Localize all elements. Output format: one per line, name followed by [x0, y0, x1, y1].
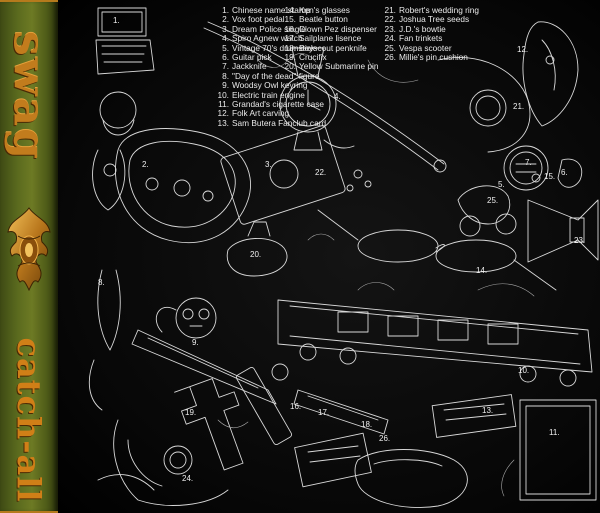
legend-item: 1.Chinese name stamp	[222, 5, 311, 15]
vespa-scooter-drawing	[457, 185, 517, 237]
callout-25: 25.	[487, 196, 499, 205]
legend-item: 13.Sam Butera Fanclub card	[217, 117, 327, 128]
folk-art-carving-drawing	[522, 21, 579, 127]
pin-cushion-drawing	[354, 449, 468, 509]
legend-item: 26.Millie's pin cushion	[384, 52, 468, 63]
sailplane-license-drawing	[294, 432, 372, 488]
spine-bottom-band	[0, 511, 58, 513]
legend-column-1: 1.Chinese name stamp 2.Vox foot pedal 3.…	[213, 5, 327, 128]
callout-23: 23.	[574, 236, 586, 245]
callout-19: 19.	[185, 408, 197, 417]
legend-item: 7.Jackknife	[222, 61, 267, 72]
spine-top-band	[0, 0, 58, 2]
jackknife-drawing	[131, 329, 277, 405]
legend-item: 22.Joshua Tree seeds	[384, 14, 470, 25]
ornament-emblem-icon	[7, 207, 51, 292]
callout-5: 5.	[498, 180, 505, 189]
vox-foot-pedal-drawing	[115, 128, 251, 244]
misc-scribbles-drawing	[217, 53, 535, 497]
callout-26: 26.	[379, 434, 391, 443]
legend-item: 16.Clown Pez dispenser	[284, 23, 377, 34]
legend-item: 8."Day of the dead" figure	[222, 70, 320, 81]
callout-10: 10.	[518, 366, 530, 375]
figures-left-drawing	[88, 91, 137, 411]
legend-item: 17.Sailplane lisence	[284, 33, 362, 44]
legend-item: 2.Vox foot pedal	[222, 14, 285, 25]
legend-item: 23.J.D.'s bowtie	[384, 23, 446, 34]
electric-train-engine-drawing	[277, 299, 593, 387]
callout-11: 11.	[549, 428, 560, 437]
legend-item: 3.Dream Police single	[222, 23, 306, 34]
spine-title: swag	[3, 31, 55, 161]
legend-item: 4.Spiro Agnew watch	[222, 33, 303, 44]
legend-item: 19.Crucifix	[284, 52, 327, 63]
legend-item: 24.Fan trinkets	[384, 33, 443, 44]
cigarette-case-drawing	[519, 399, 597, 501]
legend-item: 12.Folk Art carving	[217, 108, 290, 119]
legend-item: 15.Beatle button	[284, 14, 348, 25]
callout-16: 16.	[290, 402, 302, 411]
legend-item: 5.Vintage 70's drumstick	[222, 42, 316, 53]
spiro-agnew-watch-drawing	[279, 47, 337, 151]
callout-3: 3.	[265, 160, 272, 169]
woodsy-owl-keyring-drawing	[155, 297, 217, 339]
callout-9: 9.	[192, 338, 199, 347]
callout-2: 2.	[142, 160, 149, 169]
small-button-drawing	[531, 173, 541, 183]
beatle-button-drawing	[503, 145, 549, 191]
callout-8: 8.	[98, 278, 105, 287]
callout-18: 18.	[361, 420, 373, 429]
clown-pez-dispenser-drawing	[235, 363, 293, 445]
legend-item: 25.Vespa scooter	[384, 42, 452, 53]
callout-1: 1.	[113, 16, 120, 25]
callout-24: 24.	[182, 474, 194, 483]
legend-column-2: 14.Ken's glasses 15.Beatle button 16.Clo…	[280, 5, 379, 72]
jd-bowtie-drawing	[527, 199, 599, 263]
crucifix-drawing	[174, 378, 244, 471]
legend-item: 20.Yellow Submarine pin	[284, 61, 379, 72]
robert-wedding-ring-drawing	[437, 56, 531, 153]
callout-14: 14.	[476, 266, 488, 275]
legend-item: 14.Ken's glasses	[284, 5, 350, 15]
legend-item: 11.Grandad's cigarette case	[218, 99, 324, 110]
callout-4: 4.	[334, 92, 341, 101]
legend-item: 21.Robert's wedding ring	[384, 5, 479, 15]
spine: swag catch-all	[0, 0, 58, 513]
legend-item: 9.Woodsy Owl keyring	[222, 80, 308, 91]
yellow-submarine-pin-drawing	[226, 221, 288, 277]
guitar-pick-drawing	[557, 158, 583, 188]
callout-17: 17.	[318, 408, 330, 417]
dream-police-single-drawing	[220, 125, 346, 225]
spine-subtitle: catch-all	[10, 337, 48, 503]
legend-item: 6.Guitar pick	[222, 52, 272, 63]
drumstick-drawing	[203, 21, 447, 173]
legend-column-3: 21.Robert's wedding ring 22.Joshua Tree …	[380, 5, 479, 63]
callout-13: 13.	[482, 406, 494, 415]
callout-20: 20.	[250, 250, 262, 259]
callout-12: 12.	[517, 45, 529, 54]
chinese-name-stamp-drawing	[95, 7, 155, 75]
callout-6: 6.	[561, 168, 568, 177]
callout-22: 22.	[315, 168, 327, 177]
legend-item: 10.Electric train engine	[217, 89, 305, 100]
legend-item: 18.Boyscout penknife	[284, 42, 367, 53]
callout-21: 21.	[513, 102, 525, 111]
line-art-collage: 1.Chinese name stamp 2.Vox foot pedal 3.…	[58, 0, 600, 513]
callout-7: 7.	[525, 158, 532, 167]
line-art-drawing	[88, 7, 599, 509]
joshua-tree-seeds-drawing	[323, 139, 372, 192]
fan-trinkets-drawing	[97, 419, 229, 506]
callout-15: 15.	[544, 172, 556, 181]
kens-glasses-drawing	[317, 209, 557, 291]
fanclub-card-drawing	[431, 394, 517, 438]
boyscout-penknife-drawing	[293, 389, 389, 435]
